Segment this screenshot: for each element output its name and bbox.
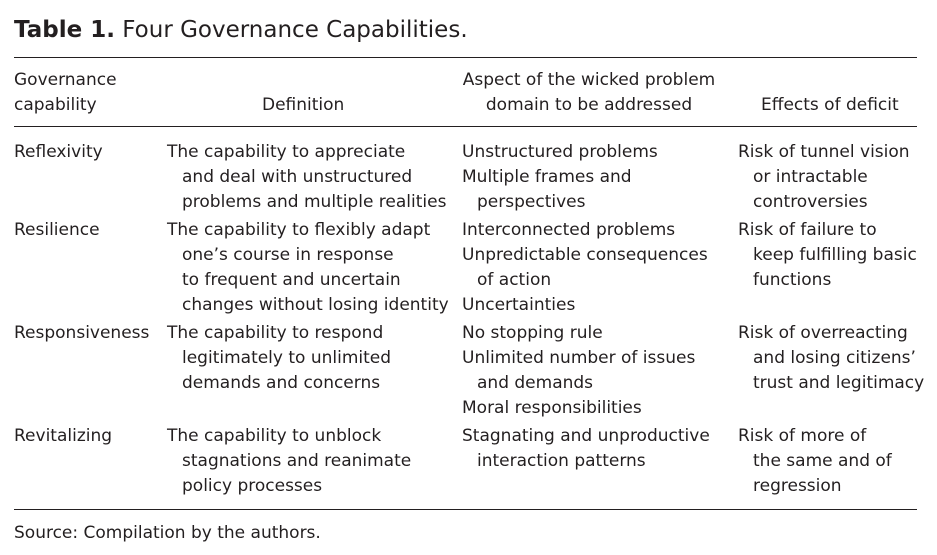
capability-name: Resilience: [14, 220, 100, 240]
row-resilience-definition: The capability to flexibly adapt one’s c…: [167, 218, 449, 318]
effects-line: the same and of: [753, 451, 892, 471]
aspect-line: perspectives: [477, 192, 586, 212]
table-header-rule: [14, 126, 917, 127]
effects-line: Risk of more of: [738, 426, 867, 446]
capability-name: Responsiveness: [14, 323, 150, 343]
table-source-note: Source: Compilation by the authors.: [14, 523, 321, 543]
row-resilience-aspect: Interconnected problems Unpredictable co…: [462, 218, 708, 318]
header-aspect: Aspect of the wicked problem domain to b…: [462, 68, 716, 118]
capability-name: Revitalizing: [14, 426, 113, 446]
header-effects: Effects of deficit: [761, 93, 899, 118]
effects-line: and losing citizens’: [753, 348, 916, 368]
row-reflexivity-aspect: Unstructured problems Multiple frames an…: [462, 140, 658, 215]
definition-line: stagnations and reanimate: [182, 451, 412, 471]
table-bottom-rule: [14, 509, 917, 510]
effects-line: or intractable: [753, 167, 868, 187]
definition-line: legitimately to unlimited: [182, 348, 392, 368]
row-responsiveness-definition: The capability to respond legitimately t…: [167, 321, 391, 396]
aspect-line: Stagnating and unproductive: [462, 426, 710, 446]
aspect-line: of action: [477, 270, 552, 290]
definition-line: and deal with unstructured: [182, 167, 413, 187]
row-resilience-effects: Risk of failure to keep fulfilling basic…: [738, 218, 917, 293]
effects-line: trust and legitimacy: [753, 373, 925, 393]
table-label: Table 1.: [14, 17, 115, 43]
row-reflexivity-definition: The capability to appreciate and deal wi…: [167, 140, 446, 215]
aspect-line: interaction patterns: [477, 451, 646, 471]
row-revitalizing-definition: The capability to unblock stagnations an…: [167, 424, 411, 499]
definition-line: to frequent and uncertain: [182, 270, 401, 290]
effects-line: Risk of failure to: [738, 220, 877, 240]
row-revitalizing-effects: Risk of more of the same and of regressi…: [738, 424, 892, 499]
effects-line: Risk of tunnel vision: [738, 142, 910, 162]
row-responsiveness-capability: Responsiveness: [14, 321, 149, 346]
definition-line: problems and multiple realities: [182, 192, 447, 212]
row-revitalizing-aspect: Stagnating and unproductive interaction …: [462, 424, 710, 474]
header-aspect-line: domain to be addressed: [485, 95, 693, 115]
aspect-line: Uncertainties: [462, 295, 576, 315]
row-responsiveness-aspect: No stopping rule Unlimited number of iss…: [462, 321, 695, 421]
definition-line: The capability to appreciate: [167, 142, 406, 162]
row-reflexivity-capability: Reflexivity: [14, 140, 103, 165]
aspect-line: Multiple frames and: [462, 167, 632, 187]
definition-line: policy processes: [182, 476, 323, 496]
aspect-line: Unlimited number of issues: [462, 348, 696, 368]
header-capability: Governance capability: [14, 68, 117, 118]
aspect-line: Unpredictable consequences: [462, 245, 708, 265]
header-aspect-line: Aspect of the wicked problem: [462, 70, 716, 90]
header-capability-line: capability: [14, 95, 97, 115]
header-definition: Definition: [262, 93, 344, 118]
row-revitalizing-capability: Revitalizing: [14, 424, 112, 449]
aspect-line: Moral responsibilities: [462, 398, 642, 418]
table-top-rule: [14, 57, 917, 58]
capability-name: Reflexivity: [14, 142, 103, 162]
definition-line: The capability to respond: [167, 323, 384, 343]
definition-line: The capability to flexibly adapt: [167, 220, 431, 240]
row-reflexivity-effects: Risk of tunnel vision or intractable con…: [738, 140, 910, 215]
table-caption: Table 1. Four Governance Capabilities.: [14, 16, 468, 44]
aspect-line: Interconnected problems: [462, 220, 676, 240]
row-responsiveness-effects: Risk of overreacting and losing citizens…: [738, 321, 924, 396]
definition-line: demands and concerns: [182, 373, 381, 393]
definition-line: changes without losing identity: [182, 295, 449, 315]
definition-line: one’s course in response: [182, 245, 394, 265]
aspect-line: and demands: [477, 373, 594, 393]
aspect-line: Unstructured problems: [462, 142, 658, 162]
row-resilience-capability: Resilience: [14, 218, 100, 243]
effects-line: keep fulfilling basic: [753, 245, 917, 265]
effects-line: Risk of overreacting: [738, 323, 908, 343]
effects-line: functions: [753, 270, 832, 290]
header-effects-text: Effects of deficit: [761, 95, 899, 115]
effects-line: regression: [753, 476, 842, 496]
table-title: Four Governance Capabilities.: [122, 17, 468, 43]
header-capability-line: Governance: [14, 70, 117, 90]
aspect-line: No stopping rule: [462, 323, 603, 343]
effects-line: controversies: [753, 192, 868, 212]
definition-line: The capability to unblock: [167, 426, 382, 446]
header-definition-text: Definition: [262, 95, 345, 115]
